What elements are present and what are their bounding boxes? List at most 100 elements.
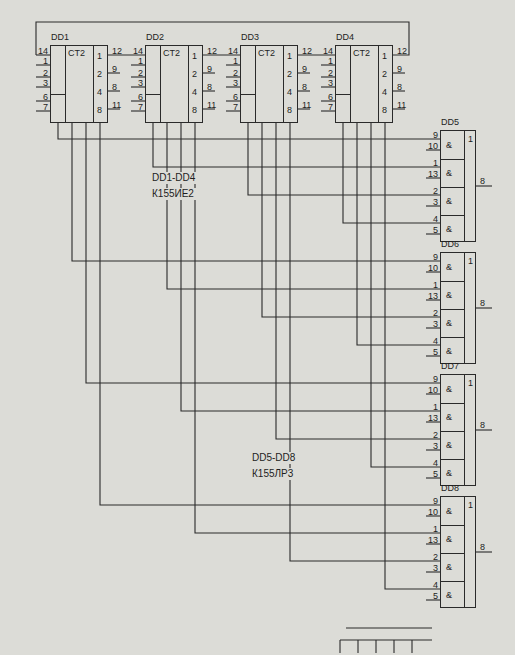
pin-number: 1 bbox=[43, 56, 48, 66]
pin-number: 10 bbox=[428, 141, 438, 151]
pin-number: 5 bbox=[433, 347, 438, 357]
wire bbox=[262, 123, 440, 317]
divider-line bbox=[441, 309, 464, 310]
and-symbol: & bbox=[446, 168, 452, 178]
wire bbox=[86, 123, 440, 383]
and-symbol: & bbox=[446, 412, 452, 422]
pin-number: 5 bbox=[433, 469, 438, 479]
pin-number: 3 bbox=[328, 78, 333, 88]
output-weight: 2 bbox=[382, 69, 387, 79]
and-symbol: & bbox=[446, 534, 452, 544]
output-weight: 1 bbox=[287, 51, 292, 61]
and-or-gate-chip: DD89101132345&&&&18 bbox=[440, 496, 476, 608]
pin-number: 2 bbox=[433, 430, 438, 440]
wire bbox=[167, 123, 440, 289]
divider-line bbox=[378, 46, 379, 122]
divider-line bbox=[283, 46, 284, 122]
and-symbol: & bbox=[446, 346, 452, 356]
divider-line bbox=[350, 46, 351, 122]
pin-number: 8 bbox=[480, 298, 485, 308]
pin-number: 9 bbox=[397, 64, 402, 74]
pin-number: 12 bbox=[207, 46, 217, 56]
pin-number: 1 bbox=[328, 56, 333, 66]
output-weight: 1 bbox=[192, 51, 197, 61]
pin-number: 12 bbox=[112, 46, 122, 56]
and-symbol: & bbox=[446, 384, 452, 394]
pin-number: 3 bbox=[433, 197, 438, 207]
output-weight: 4 bbox=[97, 87, 102, 97]
wire bbox=[181, 123, 440, 411]
or-symbol: 1 bbox=[468, 256, 473, 266]
pin-number: 2 bbox=[328, 68, 333, 78]
or-symbol: 1 bbox=[468, 134, 473, 144]
pin-number: 4 bbox=[433, 336, 438, 346]
pin-number: 14 bbox=[38, 46, 48, 56]
and-symbol: & bbox=[446, 224, 452, 234]
pin-number: 9 bbox=[302, 64, 307, 74]
wire bbox=[58, 123, 440, 139]
and-symbol: & bbox=[446, 440, 452, 450]
and-symbol: & bbox=[446, 196, 452, 206]
divider-line bbox=[188, 46, 189, 122]
bus-line bbox=[375, 640, 376, 653]
counter-chip: DD41412367CT21248129811 bbox=[335, 45, 393, 123]
pin-number: 6 bbox=[233, 92, 238, 102]
and-or-gate-chip: DD59101132345&&&&18 bbox=[440, 130, 476, 242]
output-weight: 4 bbox=[287, 87, 292, 97]
pin-number: 10 bbox=[428, 507, 438, 517]
pin-number: 13 bbox=[428, 535, 438, 545]
wire bbox=[195, 123, 440, 533]
pin-number: 2 bbox=[433, 552, 438, 562]
or-symbol: 1 bbox=[468, 378, 473, 388]
pin-number: 5 bbox=[433, 591, 438, 601]
chip-designator: DD2 bbox=[146, 32, 164, 42]
divider-line bbox=[441, 281, 464, 282]
pin-number: 3 bbox=[138, 78, 143, 88]
chip-designator: DD6 bbox=[441, 239, 459, 249]
function-label: CT2 bbox=[68, 48, 85, 58]
chip-designator: DD5 bbox=[441, 117, 459, 127]
pin-number: 13 bbox=[428, 413, 438, 423]
pin-number: 13 bbox=[428, 169, 438, 179]
divider-line bbox=[464, 375, 465, 485]
bus-line bbox=[393, 640, 394, 653]
divider-line bbox=[464, 253, 465, 363]
pin-number: 1 bbox=[433, 280, 438, 290]
group-label: К155ЛР3 bbox=[250, 468, 295, 480]
divider-line bbox=[441, 553, 464, 554]
pin-number: 8 bbox=[480, 420, 485, 430]
and-symbol: & bbox=[446, 290, 452, 300]
pin-number: 8 bbox=[480, 176, 485, 186]
and-or-gate-chip: DD79101132345&&&&18 bbox=[440, 374, 476, 486]
group-label: К155ИЕ2 bbox=[150, 188, 196, 200]
counter-chip: DD21412367CT21248129811 bbox=[145, 45, 203, 123]
wire bbox=[248, 123, 440, 195]
wire bbox=[357, 123, 440, 345]
and-symbol: & bbox=[446, 590, 452, 600]
pin-number: 11 bbox=[302, 100, 311, 110]
chip-designator: DD1 bbox=[51, 32, 69, 42]
pin-number: 3 bbox=[433, 563, 438, 573]
and-or-gate-chip: DD69101132345&&&&18 bbox=[440, 252, 476, 364]
group-label: DD1-DD4 bbox=[150, 172, 197, 184]
pin-number: 2 bbox=[43, 68, 48, 78]
bus-line bbox=[411, 640, 412, 653]
pin-number: 5 bbox=[433, 225, 438, 235]
output-weight: 8 bbox=[287, 105, 292, 115]
pin-number: 6 bbox=[43, 92, 48, 102]
pin-number: 7 bbox=[328, 102, 333, 112]
output-weight: 4 bbox=[192, 87, 197, 97]
wire bbox=[290, 123, 440, 561]
chip-designator: DD8 bbox=[441, 483, 459, 493]
pin-number: 9 bbox=[433, 496, 438, 506]
divider-line bbox=[464, 497, 465, 607]
divider-line bbox=[441, 525, 464, 526]
pin-number: 1 bbox=[233, 56, 238, 66]
chip-designator: DD7 bbox=[441, 361, 459, 371]
function-label: CT2 bbox=[258, 48, 275, 58]
counter-chip: DD11412367CT21248129811 bbox=[50, 45, 108, 123]
pin-number: 10 bbox=[428, 263, 438, 273]
pin-number: 4 bbox=[433, 580, 438, 590]
wire bbox=[385, 123, 440, 589]
pin-number: 7 bbox=[138, 102, 143, 112]
